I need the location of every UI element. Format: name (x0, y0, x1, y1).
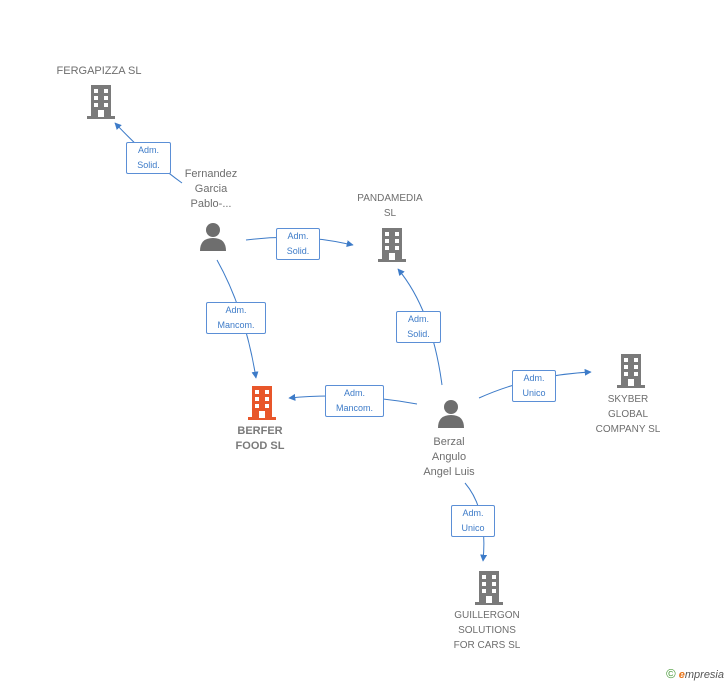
copyright-symbol: © (666, 666, 676, 681)
empresia-watermark: © empresia (666, 666, 724, 681)
building-icon (378, 228, 406, 262)
edge-label-fernandez-fergapizza[interactable]: Adm. Solid. (126, 142, 171, 174)
brand-logo-text: mpresia (684, 669, 724, 681)
edge-label-fernandez-pandamedia[interactable]: Adm. Solid. (276, 228, 320, 260)
person-icon (200, 223, 226, 251)
building-icon (475, 571, 503, 605)
building-icon (617, 354, 645, 388)
node-label-fernandez: Fernandez Garcia Pablo-... (184, 168, 238, 210)
node-label-berfer: BERFER FOOD SL (235, 425, 285, 452)
edge-label-fernandez-berfer[interactable]: Adm. Mancom. (206, 302, 266, 334)
edge-label-berzal-pandamedia[interactable]: Adm. Solid. (396, 311, 441, 343)
building-icon (87, 85, 115, 119)
edge-label-berzal-berfer[interactable]: Adm. Mancom. (325, 385, 384, 417)
node-label-fergapizza: FERGAPIZZA SL (56, 65, 142, 77)
node-label-skyber: SKYBER GLOBAL COMPANY SL (595, 394, 661, 435)
brand-logo-letter: e (678, 669, 685, 681)
building-icon (248, 386, 276, 420)
person-icon (438, 400, 464, 428)
edge-label-berzal-guillergon[interactable]: Adm. Unico (451, 505, 495, 537)
node-label-guillergon: GUILLERGON SOLUTIONS FOR CARS SL (453, 610, 521, 651)
node-label-berzal: Berzal Angulo Angel Luis (423, 436, 475, 478)
node-label-pandamedia: PANDAMEDIA SL (357, 193, 423, 219)
edge-label-berzal-skyber[interactable]: Adm. Unico (512, 370, 556, 402)
